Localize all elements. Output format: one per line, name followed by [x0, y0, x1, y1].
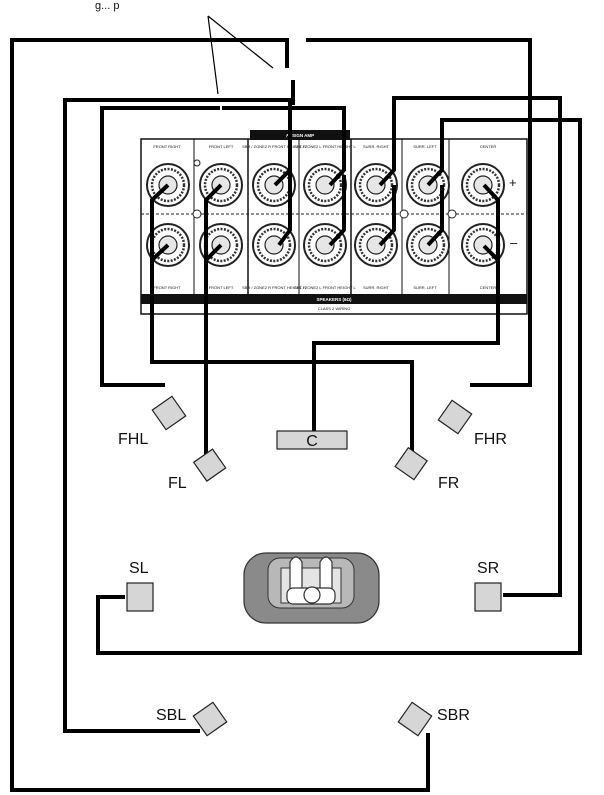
wire-fhr-pos	[222, 106, 346, 187]
label-surr-left-top: SURR. LEFT	[413, 144, 437, 149]
wire-fl-neg	[204, 243, 223, 262]
speaker-fhl: FHL	[118, 395, 187, 448]
speaker-label-fhr: FHR	[474, 431, 507, 448]
wiring-label: CLASS 2 WIRING	[318, 306, 350, 311]
callout-lines	[207, 15, 274, 95]
speaker-label-fl: FL	[168, 475, 187, 492]
listener-couch	[243, 552, 380, 624]
label-surr-right-bottom: SURR. RIGHT	[363, 285, 390, 290]
assign-amp-label: ASSIGN AMP	[286, 133, 314, 138]
wire-sbl	[63, 98, 292, 733]
terminal-sbl-negative	[303, 223, 347, 267]
label-front-right-bottom: FRONT RIGHT	[153, 285, 181, 290]
speaker-label-sbr: SBR	[437, 707, 470, 724]
speaker-fl: FL	[168, 448, 227, 492]
wire-fr	[150, 183, 414, 455]
label-sbl-bottom: SBL / ZONE2 L FRONT HEIGHT L	[294, 285, 356, 290]
wire-sr-pos	[378, 96, 562, 597]
wire-fl	[204, 183, 223, 455]
label-center-top: CENTER	[480, 144, 497, 149]
speaker-label-fr: FR	[438, 475, 459, 492]
label-front-left-bottom: FRONT LEFT	[209, 285, 234, 290]
speaker-sbr: SBR	[397, 701, 470, 737]
speaker-c: C	[276, 430, 348, 450]
speakers-label: SPEAKERS (6Ω)	[316, 297, 352, 302]
label-sbr-bottom: SBR / ZONE2 R FRONT HEIGHT R	[242, 285, 306, 290]
label-front-left-top: FRONT LEFT	[209, 144, 234, 149]
label-sbr-top: SBR / ZONE2 R FRONT HEIGHT R	[242, 144, 306, 149]
wire-sbr	[10, 38, 430, 792]
label-surr-right-top: SURR. RIGHT	[363, 144, 390, 149]
terminal-surr-right-positive	[354, 163, 398, 207]
speaker-sl: SL	[126, 560, 154, 612]
speaker-sbl: SBL	[156, 701, 228, 737]
speaker-label-sr: SR	[477, 560, 499, 577]
amp-rear-panel: ASSIGN AMP SPEAKERS (6Ω) CLASS 2 WIRING …	[140, 130, 528, 315]
speaker-fhr: FHR	[437, 399, 507, 448]
speaker-label-sbl: SBL	[156, 707, 186, 724]
wire-center	[312, 183, 500, 432]
label-sbl-top: SBL / ZONE2 L FRONT HEIGHT L	[294, 144, 356, 149]
speaker-label-sl: SL	[129, 560, 149, 577]
wire-fhl	[100, 106, 220, 387]
speaker-sr: SR	[474, 560, 502, 612]
speaker-wires	[10, 38, 582, 792]
label-center-bottom: CENTER	[480, 285, 497, 290]
label-front-right-top: FRONT RIGHT	[153, 144, 181, 149]
wire-fr-neg	[150, 243, 170, 262]
minus-sign: –	[510, 235, 518, 250]
speaker-label-c: C	[306, 433, 318, 450]
label-surr-left-bottom: SURR. LEFT	[413, 285, 437, 290]
plus-sign: +	[509, 175, 517, 190]
terminal-sbl-positive	[303, 163, 347, 207]
wire-sr-neg	[378, 185, 396, 247]
wire-fhr	[306, 38, 532, 387]
terminal-surr-right-negative	[354, 223, 398, 267]
wire-sl-pos	[96, 118, 582, 655]
speaker-label-fhl: FHL	[118, 431, 148, 448]
speaker-fr: FR	[394, 446, 459, 492]
caption-fragment: g... p	[95, 0, 119, 12]
wire-sl-neg	[426, 185, 444, 247]
